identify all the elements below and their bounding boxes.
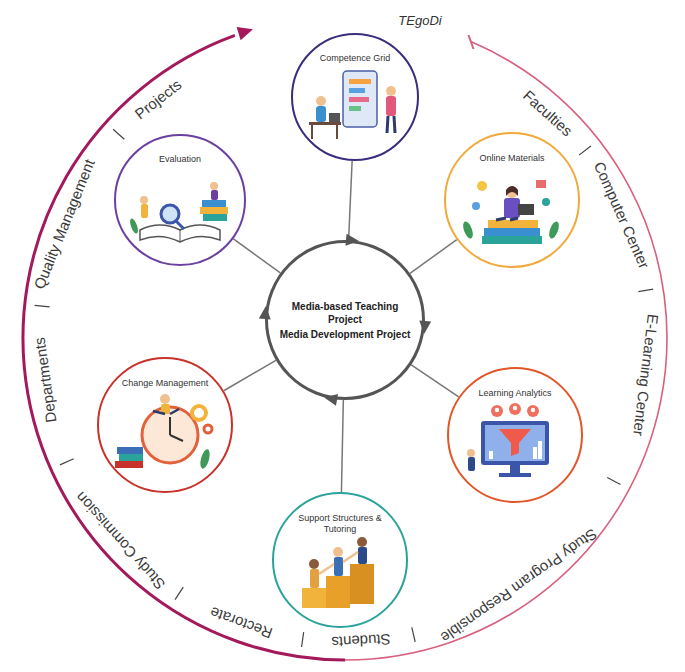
spoke-line [349,161,353,240]
topic-circle: Competence Grid [291,33,419,161]
hub-circle: Media-based Teaching ProjectMedia Develo… [265,240,425,400]
ring-arc [23,35,345,660]
topic-title: Online Materials [468,153,556,164]
topic-circle: Evaluation [114,134,246,266]
ring-title: TEgoDi [398,12,441,29]
ring-separators [35,129,653,647]
support-illustration [302,537,374,608]
topic-title: Support Structures & Tutoring [296,513,384,535]
ring-tick [469,35,474,49]
topic-title: Learning Analytics [471,388,559,399]
ring-separator [302,632,304,647]
topic-circle: Change Management [97,357,233,493]
topic-circle: Support Structures & Tutoring [272,492,408,628]
topic-circle: Online Materials [444,132,580,268]
spoke-line [341,400,343,492]
topic-title: Change Management [121,378,209,389]
materials-illustration [461,180,561,244]
ring-separator [60,459,74,465]
ring-label: Study Program Responsible [437,526,600,647]
spoke-line [233,239,280,273]
ring-label: Students [331,631,391,651]
cycle-arrowheads [259,234,431,406]
spoke-line [224,360,276,390]
ring-label: Faculties [520,86,576,139]
ring-label: Projects [132,76,185,123]
spoke-line [411,365,458,397]
spoke-line [410,240,457,274]
analytics-illustration [467,403,549,477]
ring-label: Quality Management [30,157,98,292]
ring-separator [113,129,124,139]
ring-arrowhead [237,27,253,40]
ring-label: Rectorate [208,604,275,642]
hub-title: Media Development Project [275,328,415,341]
ring-separator [579,146,591,155]
topic-circle: Learning Analytics [447,367,583,503]
ring-separator [412,627,415,642]
hub-title: Media-based Teaching Project [275,300,415,326]
competence-illustration [309,71,396,139]
change-illustration [115,394,212,470]
ring-arc [345,42,667,660]
ring-separator [35,305,50,307]
ring-label: Study Commission [72,489,168,593]
evaluation-illustration [128,182,228,242]
topic-title: Competence Grid [314,53,397,64]
ring-separator [638,289,653,291]
ring-label: Departments [31,336,60,423]
ring-separator [175,587,183,600]
ring-label: Computer Center [591,159,653,271]
ring-separator [607,477,620,484]
topic-title: Evaluation [137,154,223,165]
